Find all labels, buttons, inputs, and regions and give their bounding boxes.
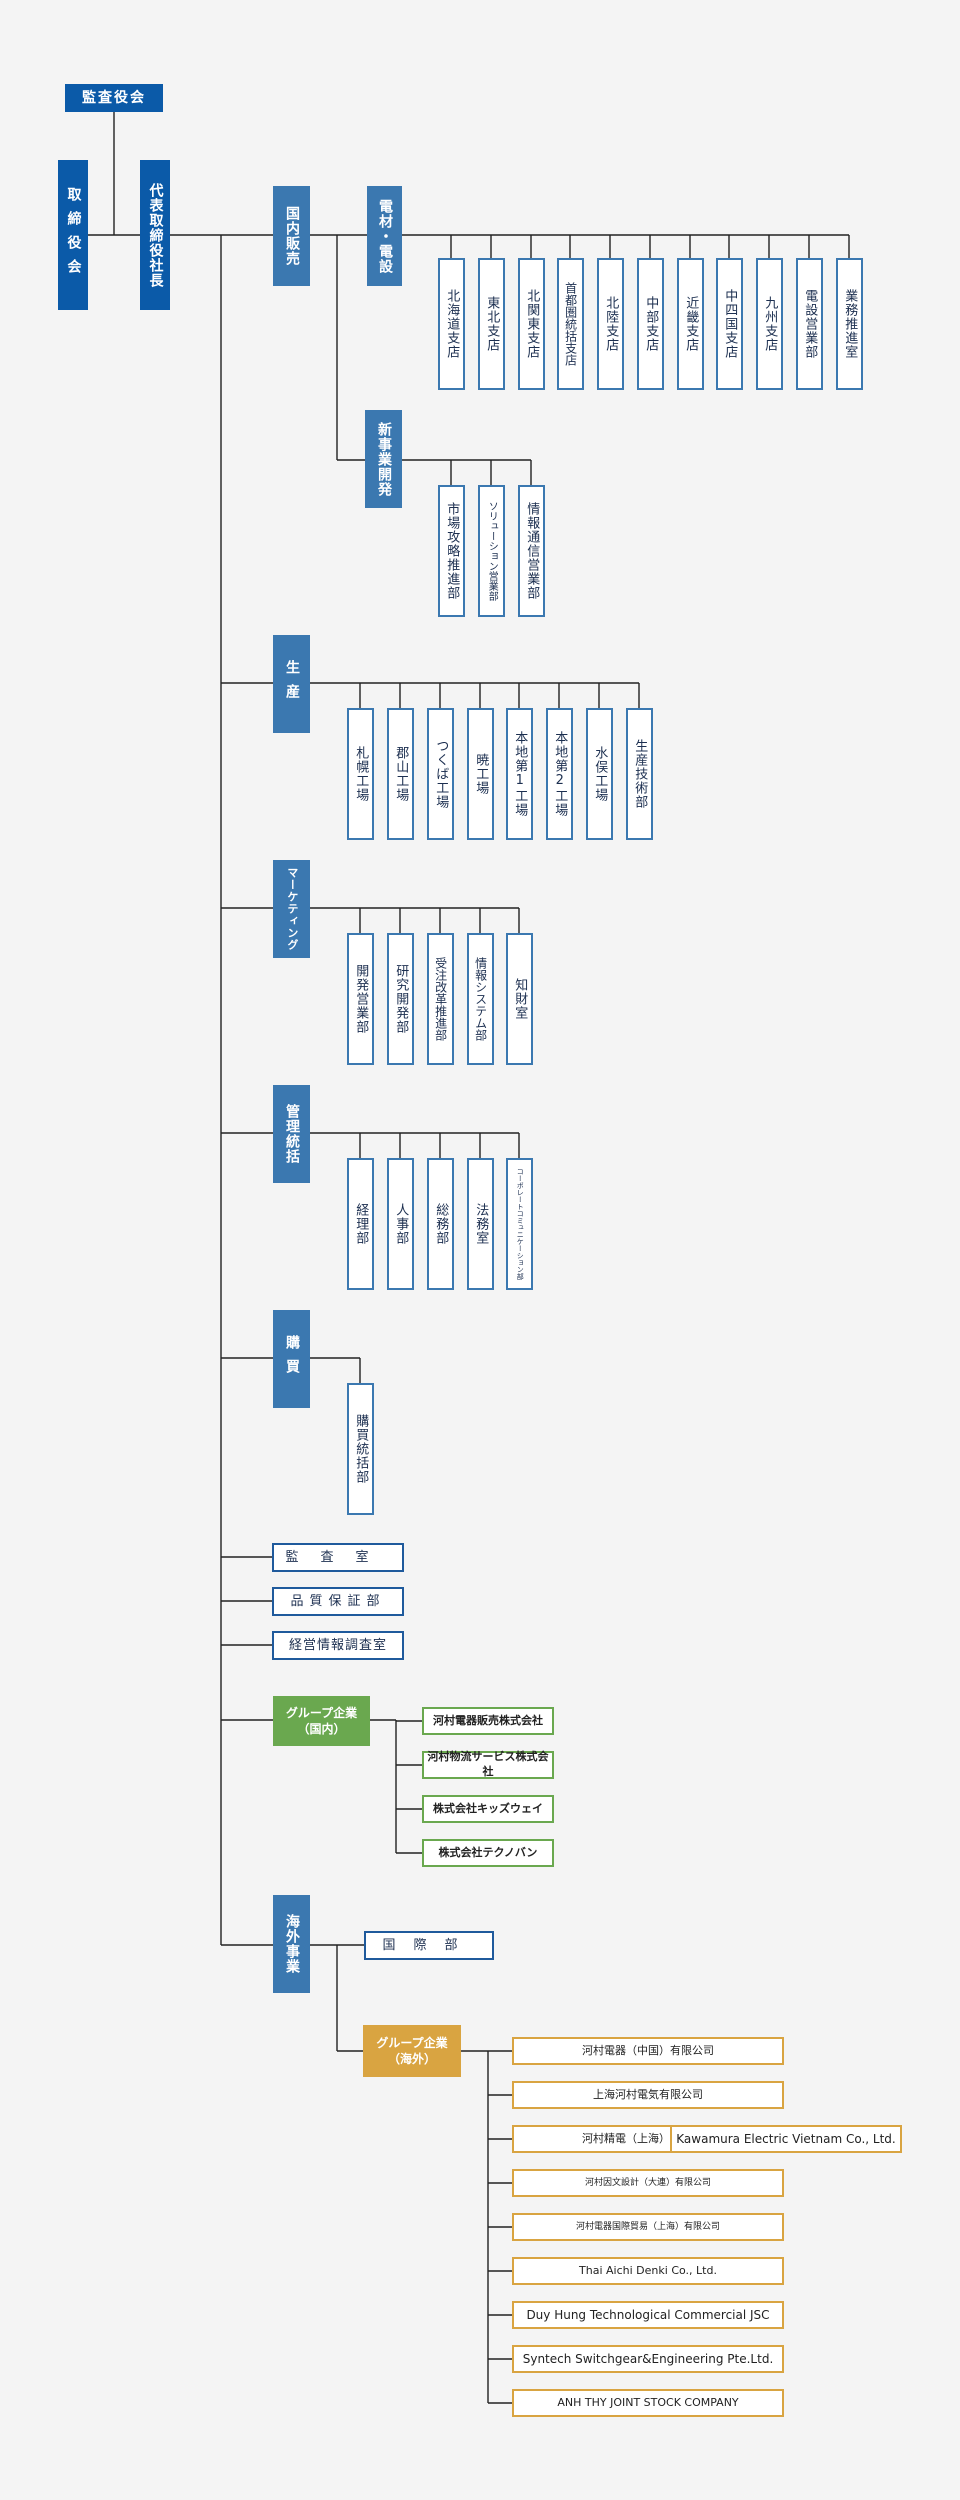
international-division: 国際部 <box>364 1931 494 1960</box>
branch-box: 業務推進室 <box>836 258 863 390</box>
overseas-company-box: 河村電器（中国）有限公司 <box>512 2037 784 2065</box>
branch-box: 東北支店 <box>478 258 505 390</box>
board-of-directors: 取締役会 <box>58 160 88 310</box>
overseas-company-box: 河村因文設計（大連）有限公司 <box>512 2169 784 2197</box>
branch-box: 近畿支店 <box>677 258 704 390</box>
dept-electrical: 電材・電設 <box>367 186 402 286</box>
management-unit-box: 総務部 <box>427 1158 454 1290</box>
dept-overseas: 海外事業 <box>273 1895 310 1993</box>
branch-box: 九州支店 <box>756 258 783 390</box>
branch-box: 北関東支店 <box>518 258 545 390</box>
production-unit-box: 暁工場 <box>467 708 494 840</box>
branch-box: 北海道支店 <box>438 258 465 390</box>
production-unit-box: 札幌工場 <box>347 708 374 840</box>
marketing-unit-box: 研究開発部 <box>387 933 414 1065</box>
overseas-sub-company: Kawamura Electric Vietnam Co., Ltd. <box>670 2125 902 2153</box>
production-unit-box: 生産技術部 <box>626 708 653 840</box>
group-domestic-header: グループ企業（国内） <box>273 1696 370 1746</box>
marketing-unit-box: 知財室 <box>506 933 533 1065</box>
management-unit-box: 経理部 <box>347 1158 374 1290</box>
branch-box: 中部支店 <box>637 258 664 390</box>
new-business-unit-box: 市場攻略推進部 <box>438 485 465 617</box>
president: 代表取締役社長 <box>140 160 170 310</box>
dept-domestic-sales: 国内販売 <box>273 186 310 286</box>
production-unit-box: 本地第2工場 <box>546 708 573 840</box>
branch-box: 首都圏統括支店 <box>557 258 584 390</box>
branch-box: 中四国支店 <box>716 258 743 390</box>
production-unit-box: 本地第1工場 <box>506 708 533 840</box>
overseas-company-box: ANH THY JOINT STOCK COMPANY <box>512 2389 784 2417</box>
dept-new-business: 新事業開発 <box>365 410 402 508</box>
office-management-info: 経営情報調査室 <box>272 1631 404 1660</box>
marketing-unit-box: 受注改革推進部 <box>427 933 454 1065</box>
domestic-company-box: 河村物流サービス株式会社 <box>422 1750 554 1779</box>
audit-board: 監査役会 <box>65 84 163 112</box>
overseas-company-box: Duy Hung Technological Commercial JSC <box>512 2301 784 2329</box>
management-unit-box: コーポレートコミュニケーション部 <box>506 1158 533 1290</box>
group-overseas-header: グループ企業（海外） <box>363 2025 461 2077</box>
new-business-unit-box: ソリューション営業部 <box>478 485 505 617</box>
overseas-company-box: 上海河村電気有限公司 <box>512 2081 784 2109</box>
production-unit-box: 郡山工場 <box>387 708 414 840</box>
domestic-company-box: 株式会社キッズウェイ <box>422 1795 554 1823</box>
overseas-company-box: 河村電器国際貿易（上海）有限公司 <box>512 2213 784 2241</box>
branch-box: 電設営業部 <box>796 258 823 390</box>
marketing-unit-box: 開発営業部 <box>347 933 374 1065</box>
new-business-unit-box: 情報通信営業部 <box>518 485 545 617</box>
office-audit: 監査室 <box>272 1543 404 1572</box>
management-unit-box: 法務室 <box>467 1158 494 1290</box>
domestic-company-box: 株式会社テクノバン <box>422 1839 554 1867</box>
dept-marketing: マーケティング <box>273 860 310 958</box>
production-unit-box: 水俣工場 <box>586 708 613 840</box>
branch-box: 北陸支店 <box>597 258 624 390</box>
marketing-unit-box: 情報システム部 <box>467 933 494 1065</box>
management-unit-box: 人事部 <box>387 1158 414 1290</box>
overseas-company-box: Thai Aichi Denki Co., Ltd. <box>512 2257 784 2285</box>
dept-management: 管理統括 <box>273 1085 310 1183</box>
production-unit-box: つくば工場 <box>427 708 454 840</box>
overseas-company-box: Syntech Switchgear&Engineering Pte.Ltd. <box>512 2345 784 2373</box>
office-quality: 品質保証部 <box>272 1587 404 1616</box>
dept-purchasing: 購買 <box>273 1310 310 1408</box>
dept-production: 生産 <box>273 635 310 733</box>
purchasing-unit-box: 購買統括部 <box>347 1383 374 1515</box>
domestic-company-box: 河村電器販売株式会社 <box>422 1707 554 1735</box>
